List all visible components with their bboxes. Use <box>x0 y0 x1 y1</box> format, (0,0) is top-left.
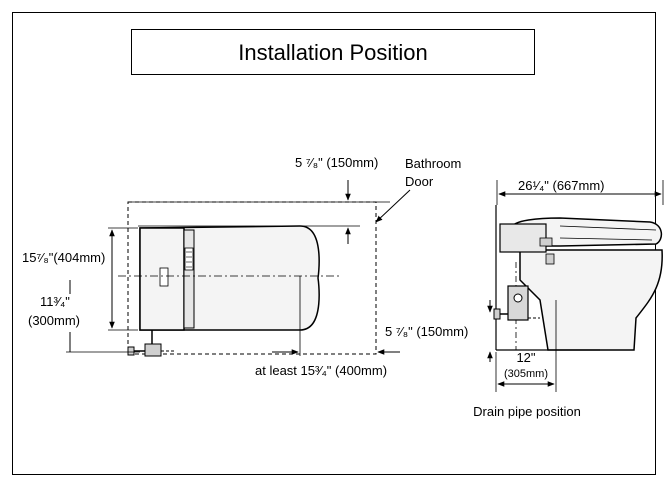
drain-mm-label: (305mm) <box>504 368 548 380</box>
drain-caption: Drain pipe position <box>473 404 581 419</box>
drain-inch-label: 12" <box>516 350 535 365</box>
title-box <box>131 29 535 75</box>
control-unit-side <box>499 223 547 253</box>
side-clearance-label: at least 15³⁄₄" (400mm) <box>255 363 387 378</box>
supply-valve-knob <box>127 346 135 356</box>
door-pointer-arrow <box>375 189 411 223</box>
control-buttons <box>184 247 194 271</box>
bathroom-label: Bathroom <box>405 156 461 171</box>
supply-valve <box>144 343 162 357</box>
top-view <box>66 180 411 357</box>
seat-width-label: 15⁷⁄₈"(404mm) <box>22 250 105 265</box>
door-label: Door <box>405 174 434 189</box>
side-panel-slot <box>159 267 169 287</box>
hose-height-mm-label: (300mm) <box>28 313 80 328</box>
seat-hinge-panel <box>183 229 195 329</box>
clearance-area-outline <box>127 201 377 355</box>
valve-assembly <box>507 285 529 321</box>
toilet-bowl-outline <box>519 249 663 351</box>
diagram-title: Installation Position <box>238 40 428 65</box>
top-clearance-label: 5 ⁷⁄₈" (150mm) <box>295 155 378 170</box>
total-length-label: 26¹⁄₄" (667mm) <box>518 178 605 193</box>
side-hose-height-label: 5 ⁷⁄₈" (150mm) <box>385 324 468 339</box>
side-view <box>487 180 664 392</box>
hinge-block <box>539 237 553 247</box>
hose-height-inch-label: 11³⁄₄" <box>40 294 70 309</box>
